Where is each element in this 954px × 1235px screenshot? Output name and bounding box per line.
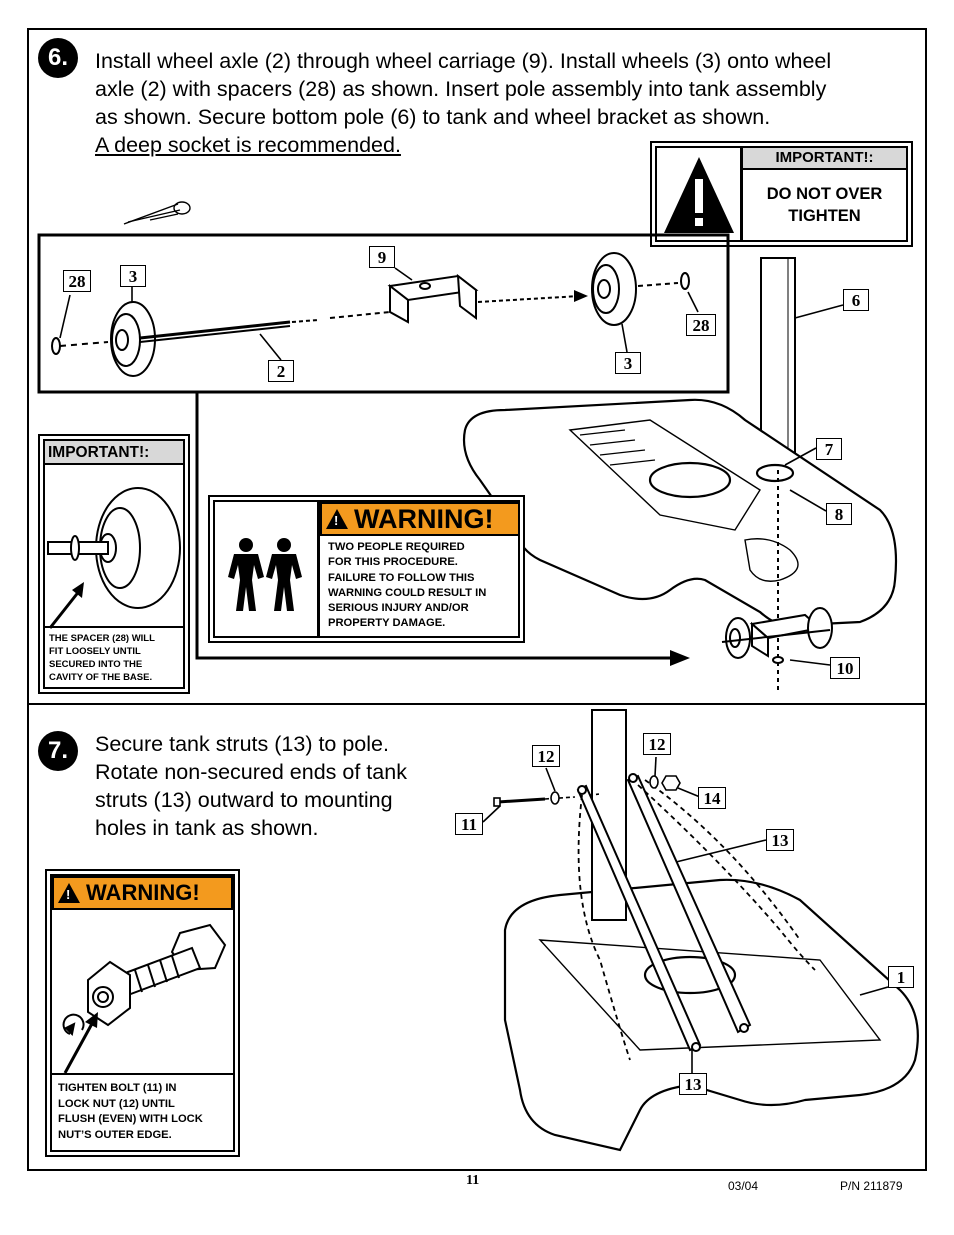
callout-3-left: 3 — [120, 265, 146, 287]
callout-14: 14 — [698, 787, 726, 809]
two-people-warning-header: WARNING! — [320, 502, 520, 536]
step6-line3: as shown. Secure bottom pole (6) to tank… — [95, 105, 771, 129]
step6-line1: Install wheel axle (2) through wheel car… — [95, 49, 832, 73]
important-line2: TIGHTEN — [788, 207, 861, 225]
callout-6: 6 — [843, 289, 869, 311]
spacer-box-header: IMPORTANT!: — [45, 441, 183, 465]
spacer-wheel-illustration — [47, 487, 181, 609]
callout-10: 10 — [830, 657, 860, 679]
footer-date: 03/04 — [728, 1179, 759, 1193]
callout-9: 9 — [369, 246, 395, 268]
callout-13-top: 13 — [766, 829, 794, 851]
spacer-l2: FIT LOOSELY UNTIL — [49, 646, 141, 657]
spacer-l4: CAVITY OF THE BASE. — [49, 672, 153, 683]
warn7-l2: LOCK NUT (12) UNTIL — [58, 1097, 175, 1110]
warn6-l3: FAILURE TO FOLLOW THIS — [328, 571, 475, 584]
step7-line1: Secure tank struts (13) to pole. — [95, 732, 389, 756]
step7-line3: struts (13) outward to mounting — [95, 788, 393, 812]
step6-instructions: Install wheel axle (2) through wheel car… — [95, 47, 915, 159]
footer-part-number: P/N 211879 — [840, 1179, 903, 1193]
important-box-text: DO NOT OVER TIGHTEN — [743, 183, 906, 227]
spacer-box-text: THE SPACER (28) WILL FIT LOOSELY UNTIL S… — [49, 632, 155, 684]
warn6-l6: PROPERTY DAMAGE. — [328, 617, 446, 630]
warn7-l4: NUT’S OUTER EDGE. — [58, 1128, 172, 1141]
warn7-l1: TIGHTEN BOLT (11) IN — [58, 1082, 177, 1094]
step6-number: 6. — [38, 38, 78, 78]
callout-13-bottom: 13 — [679, 1073, 707, 1095]
step6-line2: axle (2) with spacers (28) as shown. Ins… — [95, 77, 827, 101]
callout-12-left: 12 — [532, 745, 560, 767]
warn6-l5: SERIOUS INJURY AND/OR — [328, 602, 469, 615]
step7-line2: Rotate non-secured ends of tank — [95, 760, 407, 784]
caution-triangle-icon — [660, 149, 738, 239]
two-people-warning-box: WARNING! TWO PEOPLE REQUIRED FOR THIS PR… — [208, 495, 525, 643]
bolt-nut-illustration — [87, 923, 227, 1027]
step6-line4: A deep socket is recommended. — [95, 133, 401, 157]
page-number: 11 — [466, 1173, 480, 1188]
step7-number: 7. — [38, 731, 78, 771]
important-line1: DO NOT OVER — [766, 185, 883, 203]
spacer-important-box: IMPORTANT!: THE SPACER (28) WILL FIT LOO… — [38, 434, 190, 694]
spacer-l1: THE SPACER (28) WILL — [49, 633, 155, 644]
callout-7: 7 — [816, 438, 842, 460]
tighten-warning-header: WARNING! — [52, 876, 233, 910]
callout-1: 1 — [888, 966, 914, 988]
warning7-header-text: WARNING! — [86, 880, 200, 905]
tighten-warning-box: WARNING! TIGHTEN BOLT (11) IN LOCK NUT (… — [45, 869, 240, 1157]
two-people-icon — [220, 535, 312, 615]
deep-socket-icon — [123, 201, 191, 225]
warn7-l3: FLUSH (EVEN) WITH LOCK — [58, 1113, 203, 1125]
callout-28-left: 28 — [63, 270, 91, 292]
rotate-arrow-icon — [62, 1013, 85, 1037]
callout-8: 8 — [826, 503, 852, 525]
callout-12-right: 12 — [643, 733, 671, 755]
warning-header-text: WARNING! — [354, 503, 494, 534]
warning-triangle-icon-2 — [58, 883, 80, 903]
callout-3-right: 3 — [615, 352, 641, 374]
warn6-l1: TWO PEOPLE REQUIRED — [328, 541, 465, 553]
warn6-l4: WARNING COULD RESULT IN — [328, 586, 487, 599]
step7-instructions: Secure tank struts (13) to pole. Rotate … — [95, 730, 475, 842]
spacer-l3: SECURED INTO THE — [49, 659, 143, 670]
important-box-header: IMPORTANT!: — [743, 148, 906, 170]
callout-11: 11 — [455, 813, 483, 835]
step7-line4: holes in tank as shown. — [95, 816, 319, 840]
step7-panel — [27, 703, 927, 1171]
important-box: IMPORTANT!: DO NOT OVER TIGHTEN — [650, 141, 913, 247]
tighten-warning-text: TIGHTEN BOLT (11) IN LOCK NUT (12) UNTIL… — [58, 1081, 203, 1143]
callout-2: 2 — [268, 360, 294, 382]
two-people-warning-text: TWO PEOPLE REQUIRED FOR THIS PROCEDURE. … — [328, 540, 486, 632]
callout-28-right: 28 — [686, 314, 716, 336]
warning-triangle-icon — [326, 509, 348, 529]
warn6-l2: FOR THIS PROCEDURE. — [328, 556, 458, 569]
